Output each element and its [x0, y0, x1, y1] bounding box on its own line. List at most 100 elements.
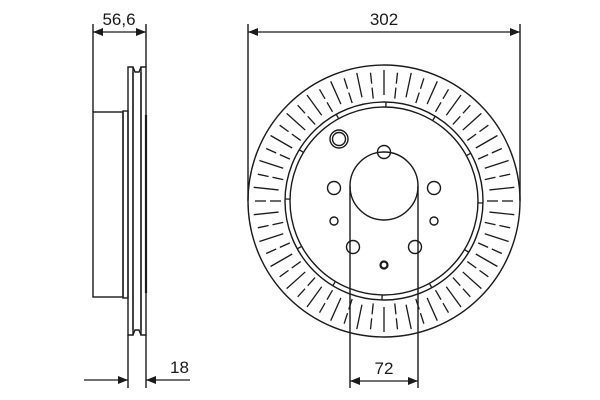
vent-dash — [279, 154, 291, 160]
vent-dash — [265, 147, 277, 154]
hat-flange — [122, 110, 129, 299]
vent-dash — [426, 297, 438, 321]
vent-dash — [369, 318, 373, 330]
vent-dash — [484, 176, 496, 181]
vent-dash — [265, 248, 277, 255]
vent-dash — [253, 186, 279, 191]
vent-dash — [291, 133, 302, 141]
vent-top — [132, 66, 142, 73]
vent-dash — [434, 101, 442, 113]
vent-dash — [499, 173, 511, 178]
vent-dash — [466, 261, 477, 269]
friction-plate-inner — [127, 66, 134, 336]
vent-dash — [279, 242, 291, 248]
vent-dash — [279, 124, 289, 133]
vent-dash — [489, 186, 515, 191]
ring-tick — [432, 115, 436, 121]
bolt-hole-left — [326, 180, 342, 196]
dimension-label-72: 72 — [375, 359, 394, 378]
vent-dash — [445, 286, 462, 308]
vent-dash — [318, 302, 326, 314]
vent-dash — [272, 221, 284, 226]
vent-dash — [343, 78, 349, 89]
vent-dash — [369, 72, 373, 84]
vent-dash — [306, 286, 323, 308]
ring-tick — [296, 245, 302, 250]
vent-dash — [442, 88, 450, 100]
vent-dash — [356, 72, 363, 98]
vent-dash — [477, 242, 489, 248]
locating-hole — [379, 260, 389, 270]
ring-tick — [428, 283, 433, 289]
dimension-thickness: 18 — [84, 358, 190, 384]
vent-dash — [445, 94, 462, 116]
dimension-outer-diameter: 302 — [248, 10, 520, 36]
vent-dash — [330, 297, 342, 321]
vent-dash — [297, 104, 306, 114]
bolt-hole-right — [426, 180, 442, 196]
vent-dash — [326, 101, 334, 113]
dimension-overall-height: 56,6 — [93, 10, 146, 36]
vent-dash — [306, 94, 323, 116]
side-view — [92, 24, 148, 388]
vent-dash — [371, 87, 374, 99]
bolt-hole-top — [376, 144, 392, 160]
vent-dash — [307, 277, 316, 287]
vent-dash — [395, 72, 399, 84]
vent-dash — [489, 211, 515, 216]
bolt-hole-bottom-right — [407, 239, 423, 255]
vent-dash — [462, 112, 482, 131]
bolt-hole-bottom-left — [345, 239, 361, 255]
vent-dash — [475, 134, 498, 149]
vent-dash — [394, 87, 397, 99]
vent-dash — [466, 133, 477, 141]
vent-dash — [297, 288, 306, 298]
small-hole-left — [329, 216, 339, 226]
front-view — [247, 24, 521, 388]
vent-bottom — [132, 329, 142, 336]
ring-tick — [298, 149, 304, 153]
vent-dash — [394, 303, 397, 315]
ring-tick — [464, 249, 470, 253]
wear-indicator-outer — [329, 129, 349, 149]
vent-dash — [270, 253, 293, 268]
vent-dash — [405, 304, 412, 330]
vent-dash — [330, 81, 342, 105]
vent-dash — [479, 124, 489, 133]
ring-tick — [335, 113, 340, 119]
vent-dash — [484, 221, 496, 226]
vent-dash — [477, 154, 489, 160]
dimension-label-18: 18 — [170, 358, 189, 377]
vent-dash — [452, 277, 461, 287]
vent-dash — [499, 224, 511, 229]
vent-dash — [270, 134, 293, 149]
vent-dash — [326, 289, 334, 301]
vent-dash — [356, 304, 363, 330]
vent-dash — [253, 211, 279, 216]
vent-dash — [291, 261, 302, 269]
vent-dash — [307, 115, 316, 125]
vent-dash — [475, 253, 498, 268]
vent-dash — [405, 72, 412, 98]
vent-dash — [479, 269, 489, 278]
vent-dash — [415, 92, 420, 104]
vent-dash — [462, 271, 482, 290]
dimension-center-bore: 72 — [350, 359, 418, 385]
vent-dash — [318, 88, 326, 100]
hat-outer-edge — [289, 106, 479, 296]
vent-dash — [419, 313, 425, 324]
ring-tick — [466, 152, 472, 157]
vent-dash — [491, 147, 503, 154]
vent-dash — [484, 159, 509, 169]
vent-dash — [272, 176, 284, 181]
vent-dash — [426, 81, 438, 105]
ring-tick — [332, 281, 336, 287]
vent-dash — [395, 318, 399, 330]
vent-dash — [484, 233, 509, 243]
vent-dash — [434, 289, 442, 301]
center-bore — [349, 151, 419, 221]
dimension-label-56-6: 56,6 — [102, 10, 135, 29]
vent-dash — [343, 313, 349, 324]
vent-dash — [279, 269, 289, 278]
vent-dash — [348, 92, 353, 104]
